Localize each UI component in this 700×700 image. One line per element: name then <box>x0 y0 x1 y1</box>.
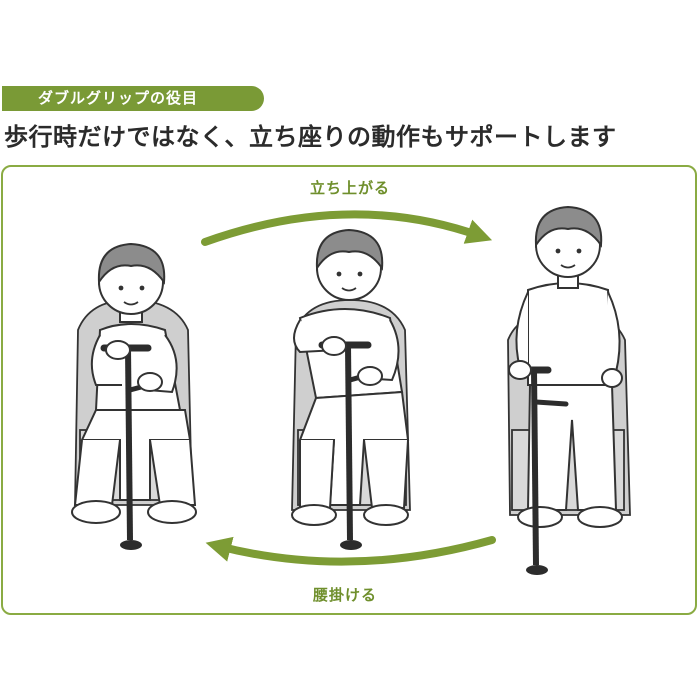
stand-up-arrow <box>201 210 493 246</box>
sit-down-label: 腰掛ける <box>313 586 378 604</box>
section-tag: ダブルグリップの役目 <box>2 86 264 111</box>
section-tag-label: ダブルグリップの役目 <box>38 89 199 107</box>
person-rising-icon <box>291 228 411 550</box>
person-standing-icon <box>507 205 631 575</box>
stand-up-label: 立ち上がる <box>310 179 391 197</box>
illustration-panel <box>1 165 697 615</box>
page-headline: 歩行時だけではなく、立ち座りの動作もサポートします <box>4 123 617 151</box>
person-sitting-icon <box>71 242 197 550</box>
sit-down-arrow <box>205 536 496 566</box>
